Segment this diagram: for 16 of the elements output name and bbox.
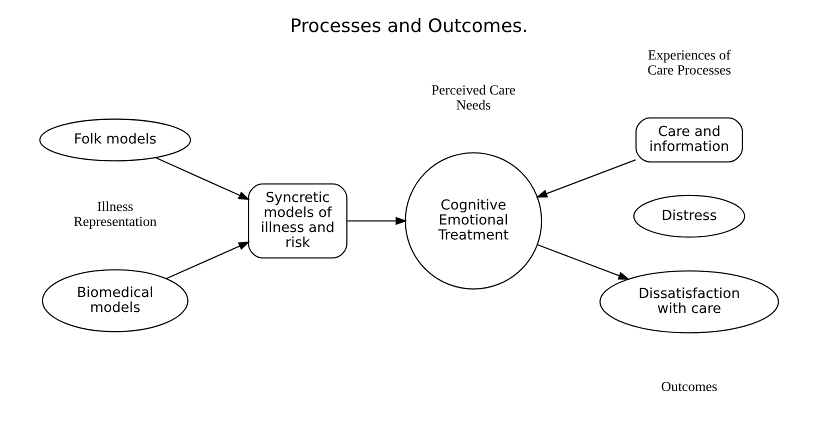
node-box: Care and information bbox=[634, 117, 742, 162]
node-circle: Cognitive Emotional Treatment bbox=[404, 152, 542, 290]
node-ellipse: Folk models bbox=[38, 118, 191, 162]
label: Outcomes bbox=[660, 380, 717, 396]
arrow bbox=[346, 216, 407, 225]
label: Perceived Care Needs bbox=[430, 83, 516, 114]
node-box: Syncretic models of illness and risk bbox=[247, 183, 347, 258]
arrow bbox=[155, 157, 250, 200]
label: Experiences of Care Processes bbox=[646, 48, 730, 79]
diagram-title: Processes and Outcomes. bbox=[290, 16, 528, 38]
arrow bbox=[535, 159, 636, 198]
label: Illness Representation bbox=[73, 200, 156, 230]
arrow bbox=[166, 241, 250, 279]
node-ellipse: Biomedical models bbox=[41, 269, 188, 332]
node-ellipse: Distress bbox=[632, 194, 745, 238]
arrow bbox=[536, 244, 630, 280]
